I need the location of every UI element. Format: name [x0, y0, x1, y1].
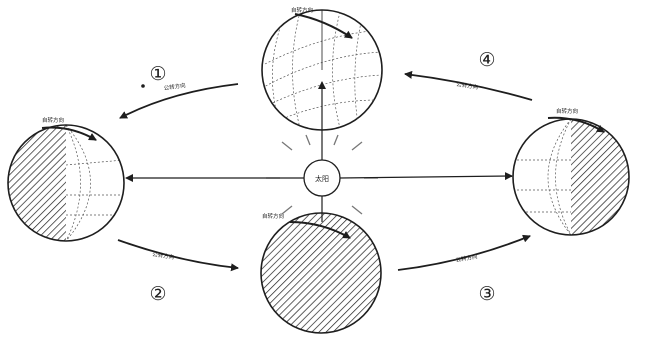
sun-label: 太阳: [315, 174, 329, 183]
earth-globe-right: 自转方向: [513, 107, 629, 235]
revolution-label-1: 公转方向: [163, 81, 186, 92]
earth-globe-bottom: 自转方向: [261, 212, 381, 333]
orbit-dot: [141, 84, 145, 88]
position-label-3: ③: [478, 283, 495, 305]
rotation-label-top: 自转方向: [291, 6, 313, 14]
earth-globe-left: 自转方向: [8, 116, 124, 241]
position-label-1: ①: [149, 63, 166, 85]
revolution-label-4: 公转方向: [456, 80, 479, 91]
rotation-label-bottom: 自转方向: [262, 212, 284, 220]
position-label-2: ②: [149, 283, 166, 305]
rotation-label-left: 自转方向: [42, 116, 64, 124]
orbit-arrow-2: [118, 240, 238, 268]
orbit-arrow-3: [398, 236, 530, 270]
revolution-label-3: 公转方向: [455, 252, 478, 264]
revolution-label-2: 公转方向: [152, 250, 175, 261]
rotation-label-right: 自转方向: [556, 107, 578, 115]
position-label-4: ④: [478, 49, 495, 71]
